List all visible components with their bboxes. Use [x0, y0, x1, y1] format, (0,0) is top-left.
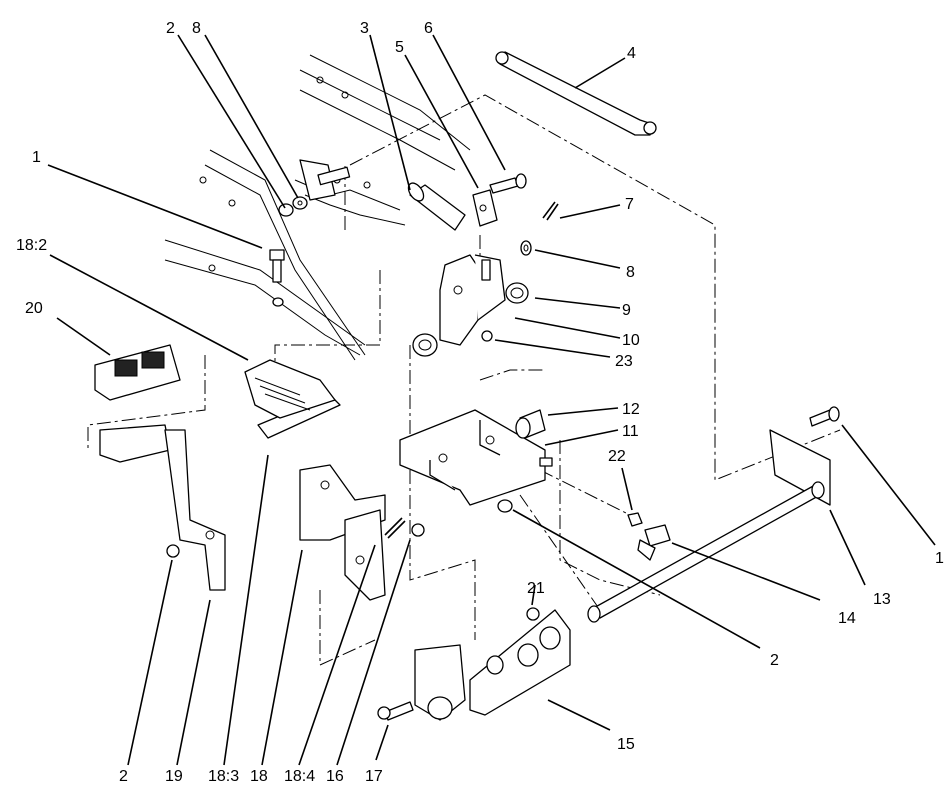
part-pedal-arm	[299, 464, 386, 601]
callout-22: 22	[608, 448, 626, 465]
leader-lines	[47, 34, 936, 766]
callout-6: 6	[424, 20, 433, 37]
part-nut-21	[526, 607, 540, 621]
part-nut-2-bottom	[166, 544, 180, 558]
callout-19: 19	[165, 768, 183, 785]
callout-5: 5	[395, 39, 404, 56]
part-pedal-lever	[99, 424, 226, 591]
callout-8: 8	[626, 264, 635, 281]
callout-9: 9	[622, 302, 631, 319]
callout-17: 17	[365, 768, 383, 785]
assembly-guide-lines	[87, 94, 841, 666]
callout-18-4: 18:4	[284, 768, 315, 785]
callout-18-2: 18:2	[16, 237, 47, 254]
callout-13: 13	[873, 591, 891, 608]
part-nut-2-mid	[497, 499, 513, 513]
part-fitting	[637, 524, 671, 561]
part-bolt-17	[377, 701, 414, 721]
part-nut-22	[627, 512, 643, 527]
part-nut-16	[411, 523, 425, 537]
frame-rails	[164, 54, 471, 361]
callout-1: 1	[32, 149, 41, 166]
callout-14: 14	[838, 610, 856, 627]
part-nut-23	[481, 330, 493, 342]
callout-15: 15	[617, 736, 635, 753]
callout-16: 16	[326, 768, 344, 785]
part-pedal-pad	[244, 359, 336, 419]
callout-18: 18	[250, 768, 268, 785]
callout-1: 1	[935, 550, 944, 567]
callout-21: 21	[527, 580, 545, 597]
callout-23: 23	[615, 353, 633, 370]
callout-8: 8	[192, 20, 201, 37]
callout-10: 10	[622, 332, 640, 349]
callout-2: 2	[119, 768, 128, 785]
part-bolt-1-right	[809, 406, 840, 427]
part-bushing-12	[515, 409, 546, 439]
part-nut-washer-top	[278, 159, 351, 217]
callout-3: 3	[360, 20, 369, 37]
callout-2: 2	[166, 20, 175, 37]
callout-11: 11	[622, 423, 639, 440]
part-bracket-plate	[472, 189, 498, 227]
part-pivot-bracket	[439, 254, 506, 346]
part-pedal-cover	[94, 344, 181, 401]
callout-labels: 2 8 3 5 6 4 1 7 8 18:2 9 20 10 23 12 11 …	[16, 20, 944, 785]
callout-12: 12	[622, 401, 640, 418]
part-pin	[407, 182, 466, 231]
callout-7: 7	[625, 196, 634, 213]
part-bolt-6	[489, 173, 527, 194]
callout-2: 2	[770, 652, 779, 669]
callout-20: 20	[25, 300, 43, 317]
callout-4: 4	[627, 45, 636, 62]
part-lower-bracket	[414, 609, 571, 721]
part-bolt-1-left	[269, 249, 285, 307]
callout-18-3: 18:3	[208, 768, 239, 785]
part-bolt-18-4	[384, 517, 406, 539]
part-bushing-9	[505, 282, 529, 304]
part-main-bracket	[399, 409, 553, 506]
part-bushing-left	[412, 333, 438, 357]
part-washer-8	[520, 240, 532, 256]
part-rod	[495, 51, 657, 136]
part-cotter-pin	[542, 201, 559, 221]
